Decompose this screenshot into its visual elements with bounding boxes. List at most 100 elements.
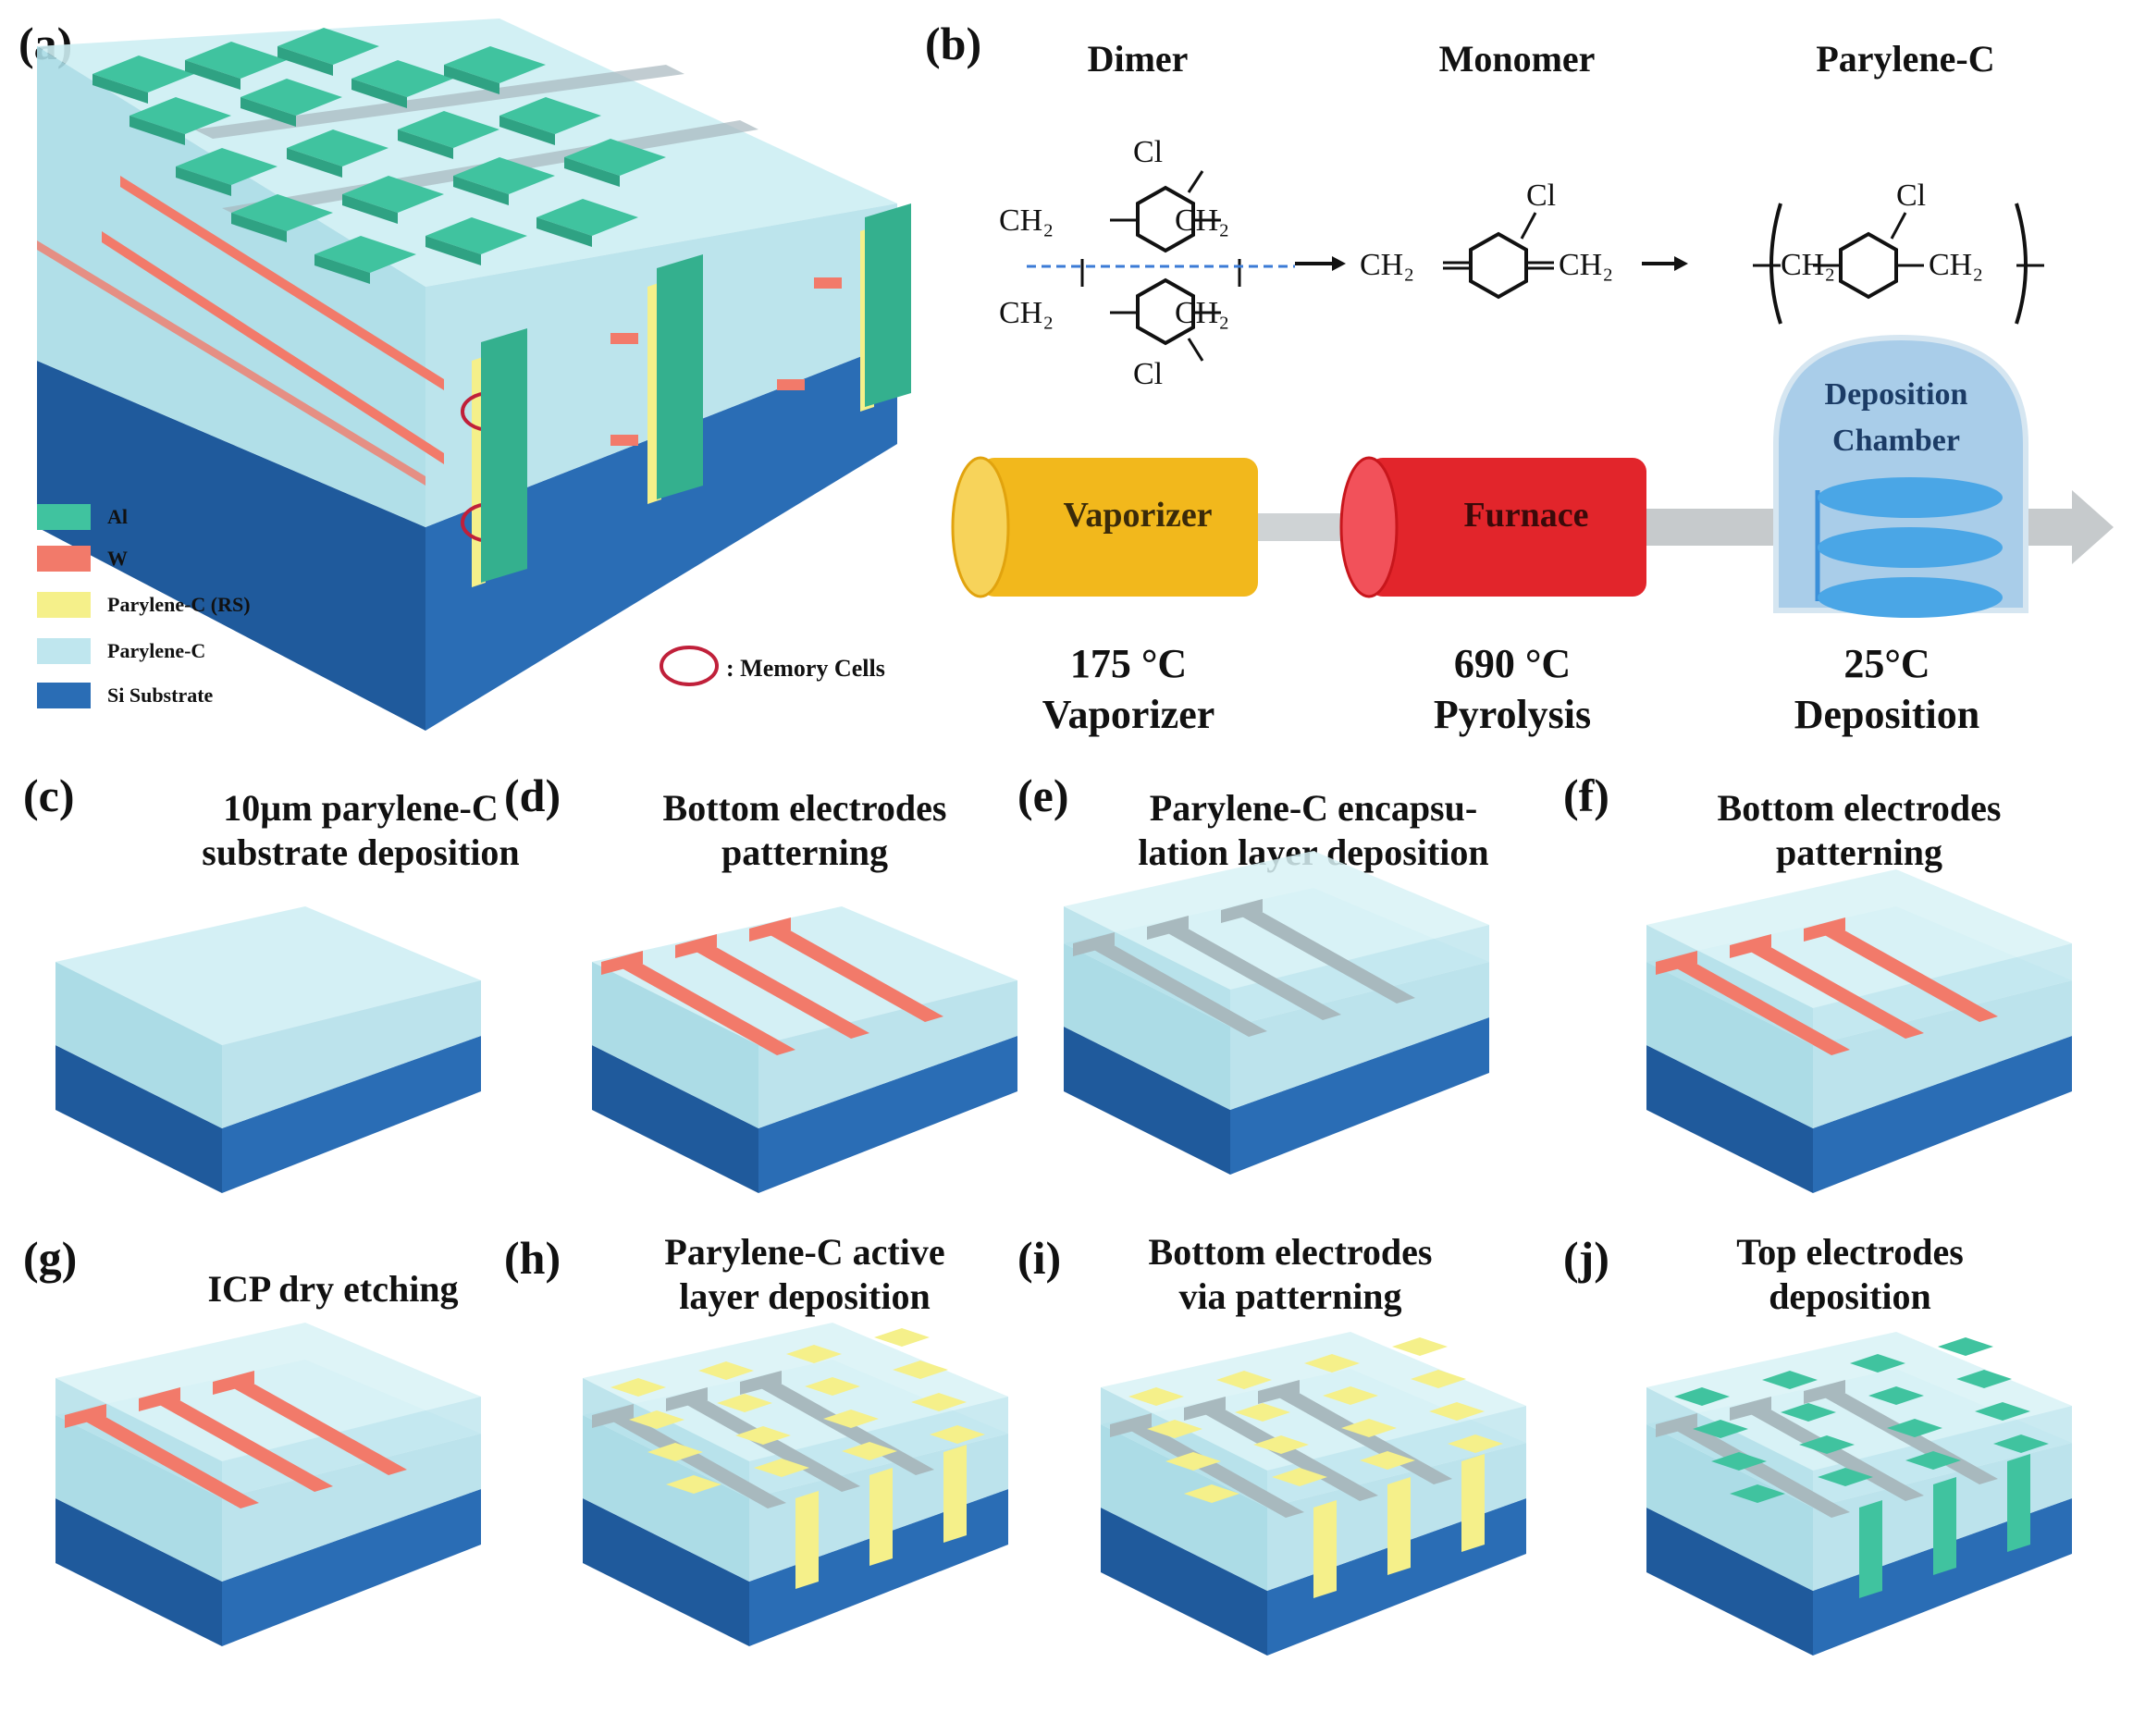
legend-item: Al xyxy=(37,504,128,530)
top-electrode-cap xyxy=(666,1475,721,1494)
header-parylene-c: Parylene-C xyxy=(1816,38,1995,80)
polymer-ch2-left: CH₂ xyxy=(1781,248,1836,282)
step-pyrolysis: 690 °C Pyrolysis xyxy=(1433,641,1592,737)
top-electrode-cap xyxy=(1323,1386,1378,1405)
top-electrode-cap xyxy=(610,1378,666,1397)
legend-swatch-w xyxy=(37,546,91,572)
parylene-front xyxy=(1813,980,2072,1128)
dimer-ch2-br: CH₂ xyxy=(1175,296,1230,330)
top-electrode-cap xyxy=(1235,1403,1290,1422)
legend-swatch-si xyxy=(37,683,91,708)
bottom-electrode-pad xyxy=(592,1404,634,1428)
monomer-cl: Cl xyxy=(1526,179,1557,213)
top-electrode-cap xyxy=(893,1360,948,1379)
bottom-electrode-pad xyxy=(139,1387,180,1411)
bottom-electrode-line xyxy=(601,1410,786,1508)
bottom-electrode-pad xyxy=(1258,1380,1300,1404)
top-electrode-cap xyxy=(1411,1370,1466,1388)
panel-label-f: (f) xyxy=(1563,770,1609,821)
al-top-electrode xyxy=(231,194,333,231)
parylene-side xyxy=(1064,943,1230,1110)
al-top-electrode xyxy=(351,60,453,97)
chamber-label-line1: Deposition xyxy=(1824,377,1968,412)
via-pillar xyxy=(795,1491,819,1589)
parylene-front xyxy=(1230,962,1489,1110)
al-top-electrode xyxy=(240,79,342,116)
furnace-label: Furnace xyxy=(1463,496,1589,535)
al-top-electrode xyxy=(185,42,287,79)
top-electrode-cap xyxy=(647,1443,703,1461)
bottom-electrode-line xyxy=(1230,905,1415,1003)
parylene-side xyxy=(55,962,222,1128)
top-electrode-cap xyxy=(1360,1451,1415,1470)
parylene-side xyxy=(1101,1424,1267,1591)
header-dimer: Dimer xyxy=(1087,38,1189,80)
al-electrode-side xyxy=(231,213,287,242)
bottom-electrode-pad xyxy=(1730,934,1771,958)
top-electrode-cap xyxy=(1799,1435,1855,1454)
al-top-electrode xyxy=(564,139,666,176)
parylene-front xyxy=(222,1434,481,1582)
al-top-electrode xyxy=(453,157,555,194)
al-top-electrode xyxy=(176,148,277,185)
cvd-process-diagram xyxy=(951,334,2114,618)
dimer-cl-top: Cl xyxy=(1133,135,1164,169)
top-electrode-cap xyxy=(1905,1451,1961,1470)
si-substrate-side xyxy=(1646,1045,1813,1193)
bottom-electrode-line xyxy=(1813,923,1998,1022)
bottom-electrode-pad xyxy=(1656,951,1697,975)
top-electrode-cap xyxy=(1253,1435,1309,1454)
bottom-electrode-line xyxy=(148,1393,333,1492)
parylene-front xyxy=(222,980,481,1128)
bottom-electrode-line xyxy=(1156,921,1341,1020)
parylene-side xyxy=(583,1415,749,1582)
top-electrode-cap xyxy=(1938,1337,1993,1356)
al-top-electrode xyxy=(287,129,388,166)
top-electrode-cap xyxy=(930,1425,985,1444)
step-deposition: 25°C Deposition xyxy=(1794,641,1980,737)
dimer-cl-bottom: Cl xyxy=(1133,357,1164,391)
block-d xyxy=(592,906,1017,1193)
bottom-electrode-line xyxy=(74,1410,259,1508)
block-c xyxy=(55,906,481,1193)
top-electrode-cap xyxy=(842,1442,897,1460)
al-electrode-side xyxy=(536,217,592,247)
al-electrode-side xyxy=(129,116,185,145)
block-f xyxy=(1646,869,2072,1193)
vaporizer-label: Vaporizer xyxy=(1063,496,1213,535)
bottom-electrode-pad xyxy=(1804,917,1845,942)
top-electrode-cap xyxy=(1711,1452,1767,1471)
al-top-electrode xyxy=(398,111,499,148)
si-substrate-front xyxy=(222,1036,481,1193)
al-electrode-side xyxy=(398,129,453,159)
al-top-electrode xyxy=(444,46,546,83)
top-electrode-cap xyxy=(629,1410,684,1429)
si-substrate-front xyxy=(758,1036,1017,1193)
al-top-electrode xyxy=(499,97,601,134)
top-electrode-cap xyxy=(874,1328,930,1347)
top-electrode-cap xyxy=(1429,1402,1485,1421)
monomer-ch2-left: CH₂ xyxy=(1360,248,1415,282)
block-i xyxy=(1101,1332,1526,1656)
al-electrode-side xyxy=(351,79,407,108)
bottom-electrode-pad xyxy=(740,1371,782,1395)
si-substrate-front xyxy=(222,1489,481,1646)
al-electrode-side xyxy=(185,60,240,90)
al-electrode-side xyxy=(453,176,509,205)
panel-label-e: (e) xyxy=(1017,770,1069,821)
via-pillar xyxy=(2007,1454,2030,1552)
si-substrate-side xyxy=(55,1498,222,1646)
bottom-electrode-line xyxy=(1119,1419,1304,1518)
polymer-ch2-right: CH₂ xyxy=(1929,248,1984,282)
al-electrode-side xyxy=(314,254,370,284)
al-electrode-side xyxy=(499,116,555,145)
top-electrode-cap xyxy=(1693,1420,1748,1438)
al-top-electrode xyxy=(92,55,194,92)
bottom-electrode-pad xyxy=(1804,1380,1845,1404)
top-electrode-cap xyxy=(1272,1468,1327,1486)
al-electrode-side xyxy=(240,97,296,127)
top-electrode-cap xyxy=(1781,1403,1836,1422)
top-electrode-cap xyxy=(1184,1484,1239,1503)
